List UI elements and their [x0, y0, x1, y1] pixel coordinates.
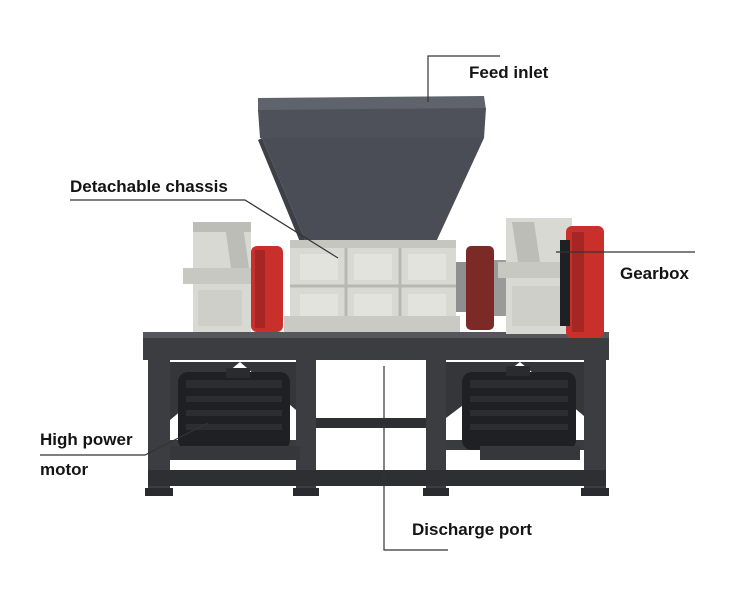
- feed-hopper: [258, 96, 486, 242]
- label-feed-inlet: Feed inlet: [469, 63, 549, 82]
- label-discharge-port: Discharge port: [412, 520, 532, 539]
- leader-motor: [40, 422, 209, 456]
- left-bearing-housing: [183, 222, 261, 332]
- label-gearbox: Gearbox: [620, 264, 689, 283]
- leader-detachable-chassis: [70, 199, 339, 259]
- shredder-chassis: [284, 240, 460, 332]
- label-detachable-chassis: Detachable chassis: [70, 177, 228, 196]
- motor-right: [462, 366, 580, 460]
- left-flywheel: [251, 246, 283, 332]
- leader-feed-inlet: [427, 55, 500, 102]
- label-high-power: High power: [40, 430, 133, 449]
- motor-left: [170, 368, 300, 460]
- right-flywheel: [560, 226, 604, 338]
- coupling-disc: [456, 246, 506, 330]
- label-motor: motor: [40, 460, 89, 479]
- leader-discharge-port: [383, 366, 448, 551]
- leader-lines: [40, 55, 695, 551]
